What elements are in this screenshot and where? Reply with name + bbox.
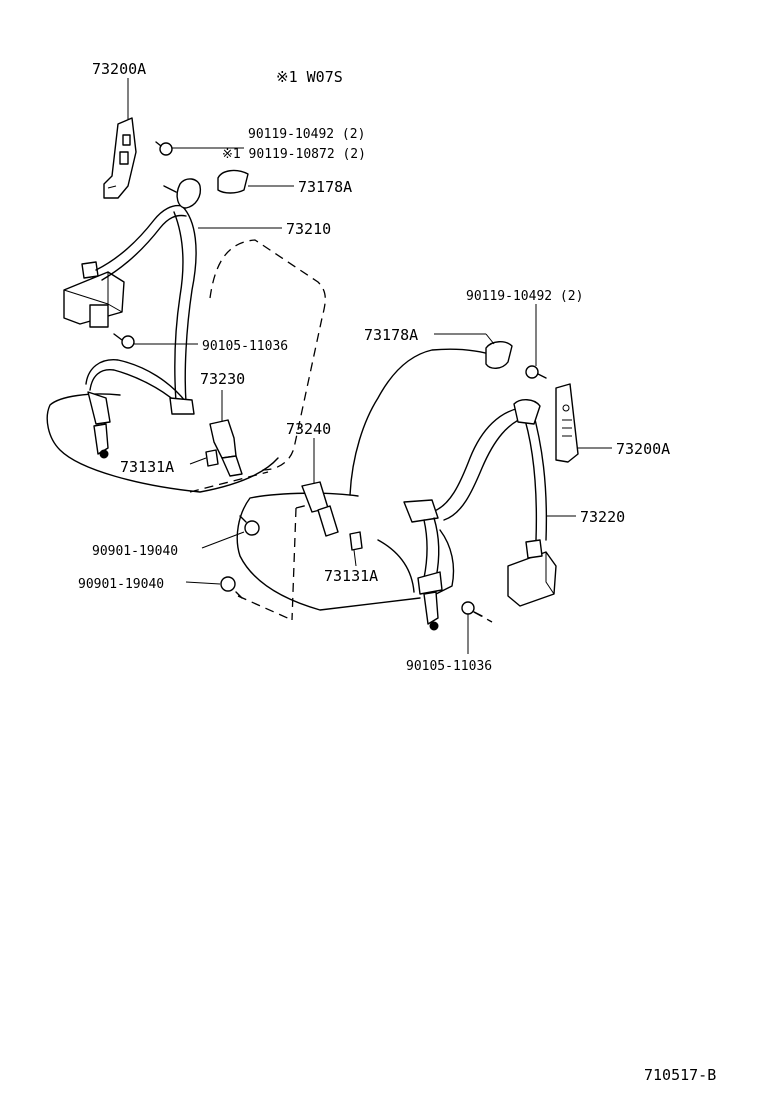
leader-lines	[127, 78, 612, 654]
note-label: ※1 W07S	[276, 68, 343, 86]
center-plate-label: 73131A	[324, 567, 378, 585]
left-bolt-b-label: ※1 90119-10872 (2)	[222, 147, 366, 162]
left-retractor-bolt	[113, 333, 135, 349]
left-top-bolts	[155, 141, 173, 156]
right-anchor-bracket-label: 73200A	[616, 440, 670, 458]
right-cover	[485, 341, 513, 369]
left-cover-label: 73178A	[298, 178, 352, 196]
left-seat-outline	[46, 239, 326, 493]
left-retractor-bolt-label: 90105-11036	[202, 339, 288, 354]
left-webbing	[85, 178, 202, 459]
left-buckle	[209, 419, 243, 477]
left-anchor-bracket	[103, 117, 137, 199]
left-retractor	[63, 261, 125, 328]
right-retractor	[507, 539, 557, 607]
center-plate	[349, 531, 363, 551]
right-belt-label: 73220	[580, 508, 625, 526]
left-buckle-label: 73230	[200, 370, 245, 388]
right-top-bolt	[525, 365, 547, 379]
right-cover-label: 73178A	[364, 326, 418, 344]
left-belt-label: 73210	[286, 220, 331, 238]
seat-bolts	[220, 515, 260, 599]
left-plate	[205, 449, 219, 467]
left-cover	[217, 169, 249, 194]
right-seat-outline	[236, 348, 497, 623]
right-retractor-bolt-label: 90105-11036	[406, 659, 492, 674]
right-webbing	[403, 399, 548, 631]
labels: ※1 W07S 73200A 90119-10492 (2) ※1 90119-…	[78, 60, 716, 1084]
left-plate-label: 73131A	[120, 458, 174, 476]
drawing-id-label: 710517-B	[644, 1066, 716, 1084]
right-anchor-bracket	[555, 383, 579, 463]
seat-bolt-b-label: 90901-19040	[78, 577, 164, 592]
seat-bolt-a-label: 90901-19040	[92, 544, 178, 559]
left-anchor-bracket-label: 73200A	[92, 60, 146, 78]
left-bolt-a-label: 90119-10492 (2)	[248, 127, 365, 142]
center-buckle-label: 73240	[286, 420, 331, 438]
center-buckle	[301, 481, 339, 537]
right-retractor-bolt	[461, 601, 483, 617]
right-bolt-label: 90119-10492 (2)	[466, 289, 583, 304]
